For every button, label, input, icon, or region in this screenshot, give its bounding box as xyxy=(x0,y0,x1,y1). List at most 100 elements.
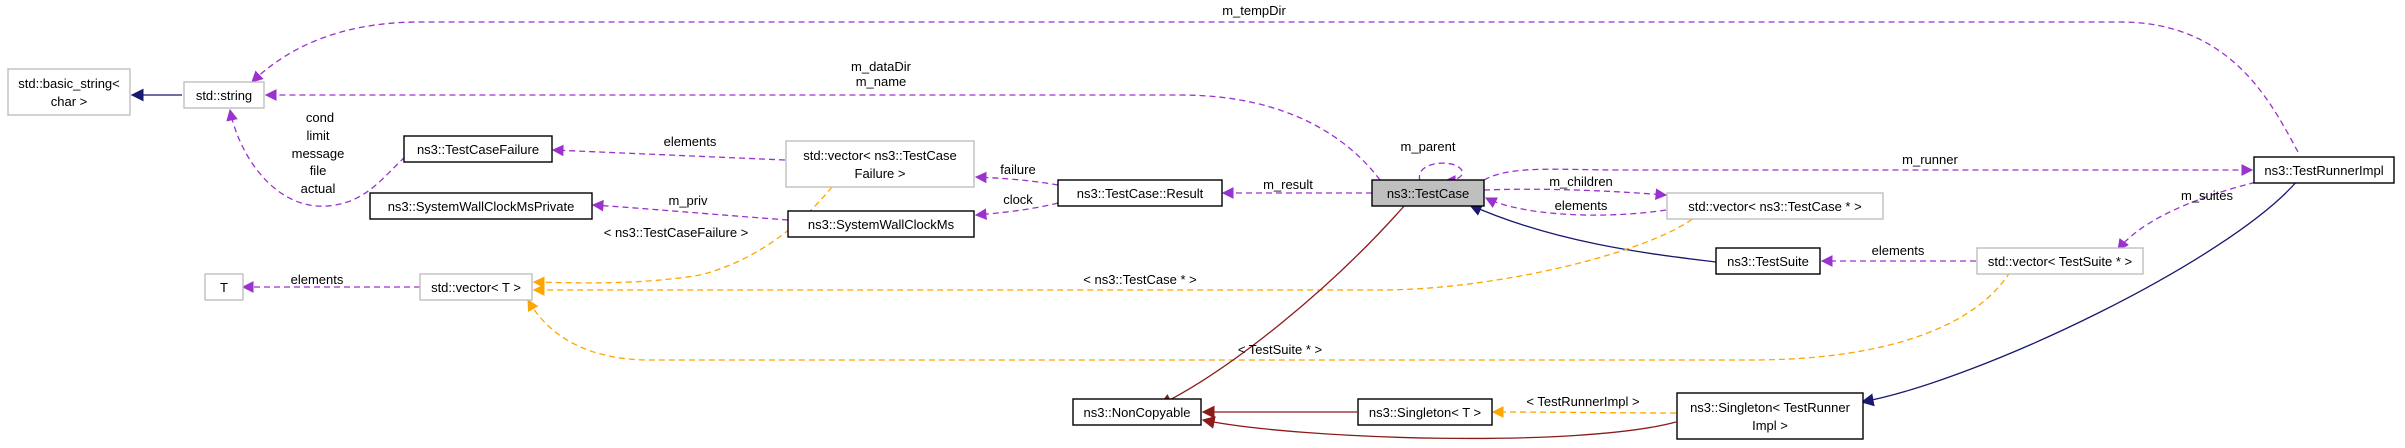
edge-singletontri-noncopyable xyxy=(1201,415,1677,440)
label-elements-tcf: elements xyxy=(664,134,717,149)
label-message: message xyxy=(292,146,345,161)
node-label: std::vector< T > xyxy=(431,280,521,295)
node-label: ns3::SystemWallClockMsPrivate xyxy=(388,199,575,214)
node-label: ns3::Singleton< T > xyxy=(1369,405,1481,420)
label-m-runner: m_runner xyxy=(1902,152,1958,167)
node-label: char > xyxy=(51,94,88,109)
node-box xyxy=(2253,156,2395,184)
node-vector-testsuite-ptr[interactable]: std::vector< TestSuite * > xyxy=(1976,247,2144,275)
node-testcasefailure[interactable]: ns3::TestCaseFailure xyxy=(403,135,553,163)
node-singleton-testrunnerimpl[interactable]: ns3::Singleton< TestRunner Impl > xyxy=(1676,392,1864,440)
node-box xyxy=(1666,192,1884,220)
node-vector-testcase-ptr[interactable]: std::vector< ns3::TestCase * > xyxy=(1666,192,1884,220)
edge-result-vtcf xyxy=(974,171,1059,186)
node-label: std::string xyxy=(196,88,252,103)
node-label: Failure > xyxy=(855,166,906,181)
edge-vtcf-tcf xyxy=(551,144,786,161)
node-label: Impl > xyxy=(1752,418,1788,433)
node-box xyxy=(1676,392,1864,440)
node-basic-string[interactable]: std::basic_string< char > xyxy=(7,68,131,116)
node-label: ns3::SystemWallClockMs xyxy=(808,217,955,232)
node-box xyxy=(419,273,533,301)
edge-m-suites xyxy=(2117,179,2266,251)
edge-result-syswall xyxy=(974,202,1059,220)
node-testcase[interactable]: ns3::TestCase xyxy=(1371,179,1485,207)
edge-testsuite-testcase xyxy=(1468,203,1717,263)
label-m-priv: m_priv xyxy=(668,193,708,208)
node-box xyxy=(1357,398,1493,426)
label-ts-template: < TestSuite * > xyxy=(1238,342,1322,357)
edge-vtc-testcase xyxy=(1484,197,1667,216)
node-singleton-t[interactable]: ns3::Singleton< T > xyxy=(1357,398,1493,426)
node-label: ns3::Singleton< TestRunner xyxy=(1690,400,1851,415)
edge-testcase-noncopyable xyxy=(1158,204,1406,406)
node-label: ns3::NonCopyable xyxy=(1084,405,1191,420)
node-box xyxy=(204,273,244,301)
node-testsuite[interactable]: ns3::TestSuite xyxy=(1715,247,1821,275)
node-box xyxy=(369,192,593,220)
node-noncopyable[interactable]: ns3::NonCopyable xyxy=(1072,398,1202,426)
edge-m-dataname xyxy=(264,89,1381,181)
node-label: std::basic_string< xyxy=(18,76,120,91)
label-m-suites: m_suites xyxy=(2181,188,2234,203)
node-systemwallclockms[interactable]: ns3::SystemWallClockMs xyxy=(787,210,975,238)
node-label: ns3::TestSuite xyxy=(1727,254,1809,269)
label-m-parent: m_parent xyxy=(1401,139,1456,154)
label-cond: cond xyxy=(306,110,334,125)
edge-m-runner xyxy=(1483,164,2254,181)
label-m-tempdir: m_tempDir xyxy=(1222,3,1286,18)
edge-syswall-priv xyxy=(591,199,789,221)
label-elements-t: elements xyxy=(291,272,344,287)
edges xyxy=(130,21,2299,440)
node-label: std::vector< ns3::TestCase * > xyxy=(1688,199,1861,214)
node-vector-testcasefailure[interactable]: std::vector< ns3::TestCase Failure > xyxy=(785,140,975,188)
node-label: ns3::TestCase::Result xyxy=(1077,186,1204,201)
node-std-string[interactable]: std::string xyxy=(183,81,265,109)
label-elements-ts: elements xyxy=(1872,243,1925,258)
node-t[interactable]: T xyxy=(204,273,244,301)
label-tc-template: < ns3::TestCase * > xyxy=(1083,272,1196,287)
node-box xyxy=(183,81,265,109)
node-vector-t[interactable]: std::vector< T > xyxy=(419,273,533,301)
edge-m-parent xyxy=(1418,162,1464,187)
node-label: ns3::TestCaseFailure xyxy=(417,142,539,157)
node-label: std::vector< TestSuite * > xyxy=(1988,254,2132,269)
node-box xyxy=(1715,247,1821,275)
label-m-name: m_name xyxy=(856,74,907,89)
label-m-children: m_children xyxy=(1549,174,1613,189)
node-box xyxy=(1371,179,1485,207)
label-limit: limit xyxy=(306,128,329,143)
node-box xyxy=(1976,247,2144,275)
label-tri-template: < TestRunnerImpl > xyxy=(1526,394,1639,409)
label-actual: actual xyxy=(301,181,336,196)
edge-tmpl-tri xyxy=(1491,406,1677,418)
node-box xyxy=(7,68,131,116)
node-box xyxy=(787,210,975,238)
node-systemwallclockmsprivate[interactable]: ns3::SystemWallClockMsPrivate xyxy=(369,192,593,220)
label-elements-tc: elements xyxy=(1555,198,1608,213)
edge-tmpl-tc xyxy=(532,212,1701,296)
node-label: ns3::TestRunnerImpl xyxy=(2264,163,2383,178)
label-m-datadir: m_dataDir xyxy=(851,59,912,74)
node-label: ns3::TestCase xyxy=(1387,186,1469,201)
edge-labels: m_tempDir m_dataDir m_name cond limit me… xyxy=(291,3,2234,409)
node-box xyxy=(403,135,553,163)
edge-m-tempdir xyxy=(251,21,2299,153)
edge-tri-singleton xyxy=(1860,179,2299,407)
edge-tmpl-ts xyxy=(527,271,2011,361)
label-file: file xyxy=(310,163,327,178)
node-label: std::vector< ns3::TestCase xyxy=(803,148,957,163)
node-label: T xyxy=(220,280,228,295)
node-box xyxy=(1057,179,1223,207)
edge-m-children xyxy=(1483,188,1668,201)
label-m-result: m_result xyxy=(1263,177,1313,192)
node-box xyxy=(1072,398,1202,426)
label-clock: clock xyxy=(1003,192,1033,207)
node-testcase-result[interactable]: ns3::TestCase::Result xyxy=(1057,179,1223,207)
edge-tcf-string xyxy=(226,108,406,207)
label-tcf-template: < ns3::TestCaseFailure > xyxy=(604,225,749,240)
node-testrunnerimpl[interactable]: ns3::TestRunnerImpl xyxy=(2253,156,2395,184)
node-box xyxy=(785,140,975,188)
label-failure: failure xyxy=(1000,162,1035,177)
